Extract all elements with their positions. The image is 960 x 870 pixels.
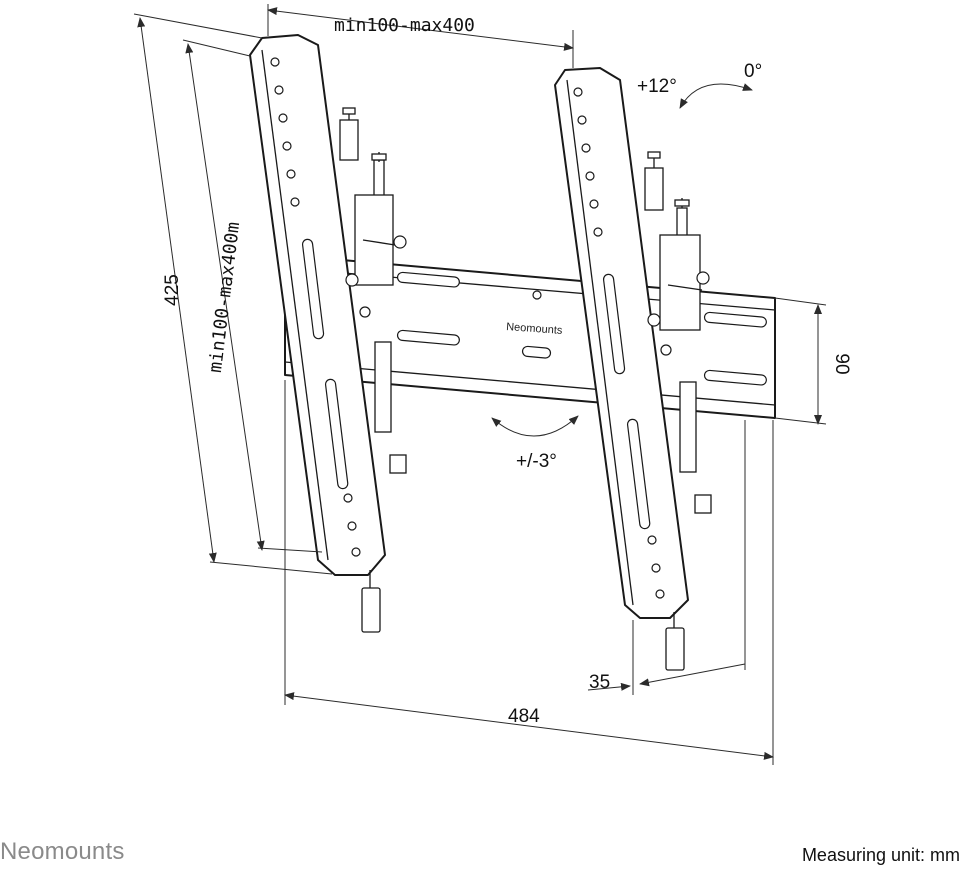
dim-width-label: 484 (508, 706, 540, 727)
dim-height-label: 425 (162, 274, 183, 306)
tilt-angle-indicator: +12° 0° (637, 61, 762, 109)
dim-vesa-vertical-label: min100-max400m (205, 221, 244, 374)
left-mounting-arm (249, 34, 407, 633)
left-arm-holes (270, 57, 361, 557)
dim-vesa-horizontal: min100-max400 (267, 4, 574, 68)
rail-logo: Neomounts (506, 321, 563, 337)
dim-rail-height: 90 (774, 297, 852, 425)
right-safety-handle (665, 612, 685, 671)
dim-vesa-horizontal-label: min100-max400 (334, 15, 475, 36)
dim-wall-distance: 35 (587, 420, 746, 695)
level-adjust-label: +/-3° (516, 451, 557, 472)
level-adjust-indicator: +/-3° (491, 415, 579, 472)
left-safety-handle (361, 570, 381, 633)
dim-rail-height-label: 90 (831, 353, 852, 374)
right-locking-mechanism (644, 151, 712, 514)
tilt-zero-label: 0° (744, 61, 762, 82)
right-mounting-arm (554, 67, 712, 671)
left-locking-mechanism (339, 107, 407, 474)
brand-logo: Neomounts (0, 838, 125, 865)
right-arm-holes (573, 87, 665, 599)
tilt-up-label: +12° (637, 76, 677, 97)
dim-wall-distance-label: 35 (589, 672, 610, 693)
dim-width: 484 (284, 380, 774, 765)
measuring-unit: Measuring unit: mm (801, 845, 960, 865)
